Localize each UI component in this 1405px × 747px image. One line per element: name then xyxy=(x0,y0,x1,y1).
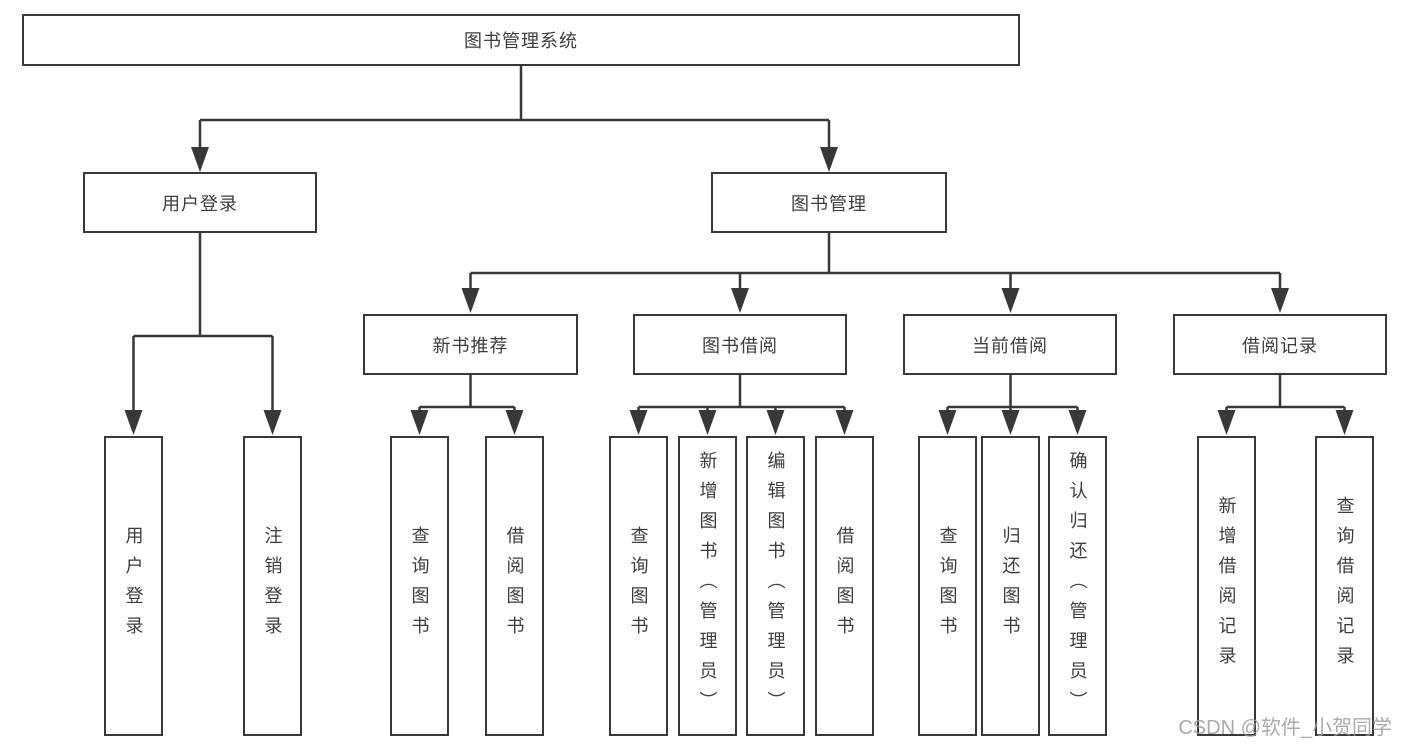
node-user-login: 用户登录 xyxy=(83,172,317,233)
connector-user-login-to-children xyxy=(132,233,274,414)
node-borrow-records: 借阅记录 xyxy=(1173,314,1387,375)
connector-book-borrow-to-children xyxy=(637,375,846,414)
node-leaf-query-borrow-record: 查询借阅记录 xyxy=(1315,436,1374,736)
node-new-book-recommend: 新书推荐 xyxy=(363,314,578,375)
connector-new-book-to-children xyxy=(418,375,516,414)
connector-borrow-records-to-children xyxy=(1225,375,1346,414)
arrowheads-level2 xyxy=(191,147,838,172)
node-leaf-edit-books-admin: 编辑图书（管理员） xyxy=(746,436,805,736)
arrowheads-level3 xyxy=(461,288,1289,313)
node-leaf-return-books: 归还图书 xyxy=(981,436,1040,736)
connector-root-to-level2 xyxy=(198,66,831,152)
node-leaf-borrow-books-recommend: 借阅图书 xyxy=(485,436,544,736)
connector-current-borrow-to-children xyxy=(946,375,1079,414)
node-leaf-add-borrow-record: 新增借阅记录 xyxy=(1197,436,1256,736)
connector-book-mgmt-to-level3 xyxy=(469,233,1282,292)
csdn-watermark: CSDN @软件_小贺同学 xyxy=(1178,717,1392,739)
node-leaf-confirm-return-admin: 确认归还（管理员） xyxy=(1048,436,1107,736)
node-leaf-borrow-books-borrow: 借阅图书 xyxy=(815,436,874,736)
node-leaf-user-login: 用户登录 xyxy=(104,436,163,736)
node-leaf-query-books-borrow: 查询图书 xyxy=(609,436,668,736)
node-current-borrow: 当前借阅 xyxy=(903,314,1117,375)
node-leaf-add-books-admin: 新增图书（管理员） xyxy=(678,436,737,736)
node-book-management: 图书管理 xyxy=(711,172,947,233)
node-book-borrow: 图书借阅 xyxy=(633,314,847,375)
arrowheads-level4 xyxy=(124,410,1354,435)
node-library-system: 图书管理系统 xyxy=(22,14,1020,66)
node-leaf-query-books-recommend: 查询图书 xyxy=(390,436,449,736)
node-leaf-query-books-current: 查询图书 xyxy=(918,436,977,736)
node-leaf-logout: 注销登录 xyxy=(243,436,302,736)
